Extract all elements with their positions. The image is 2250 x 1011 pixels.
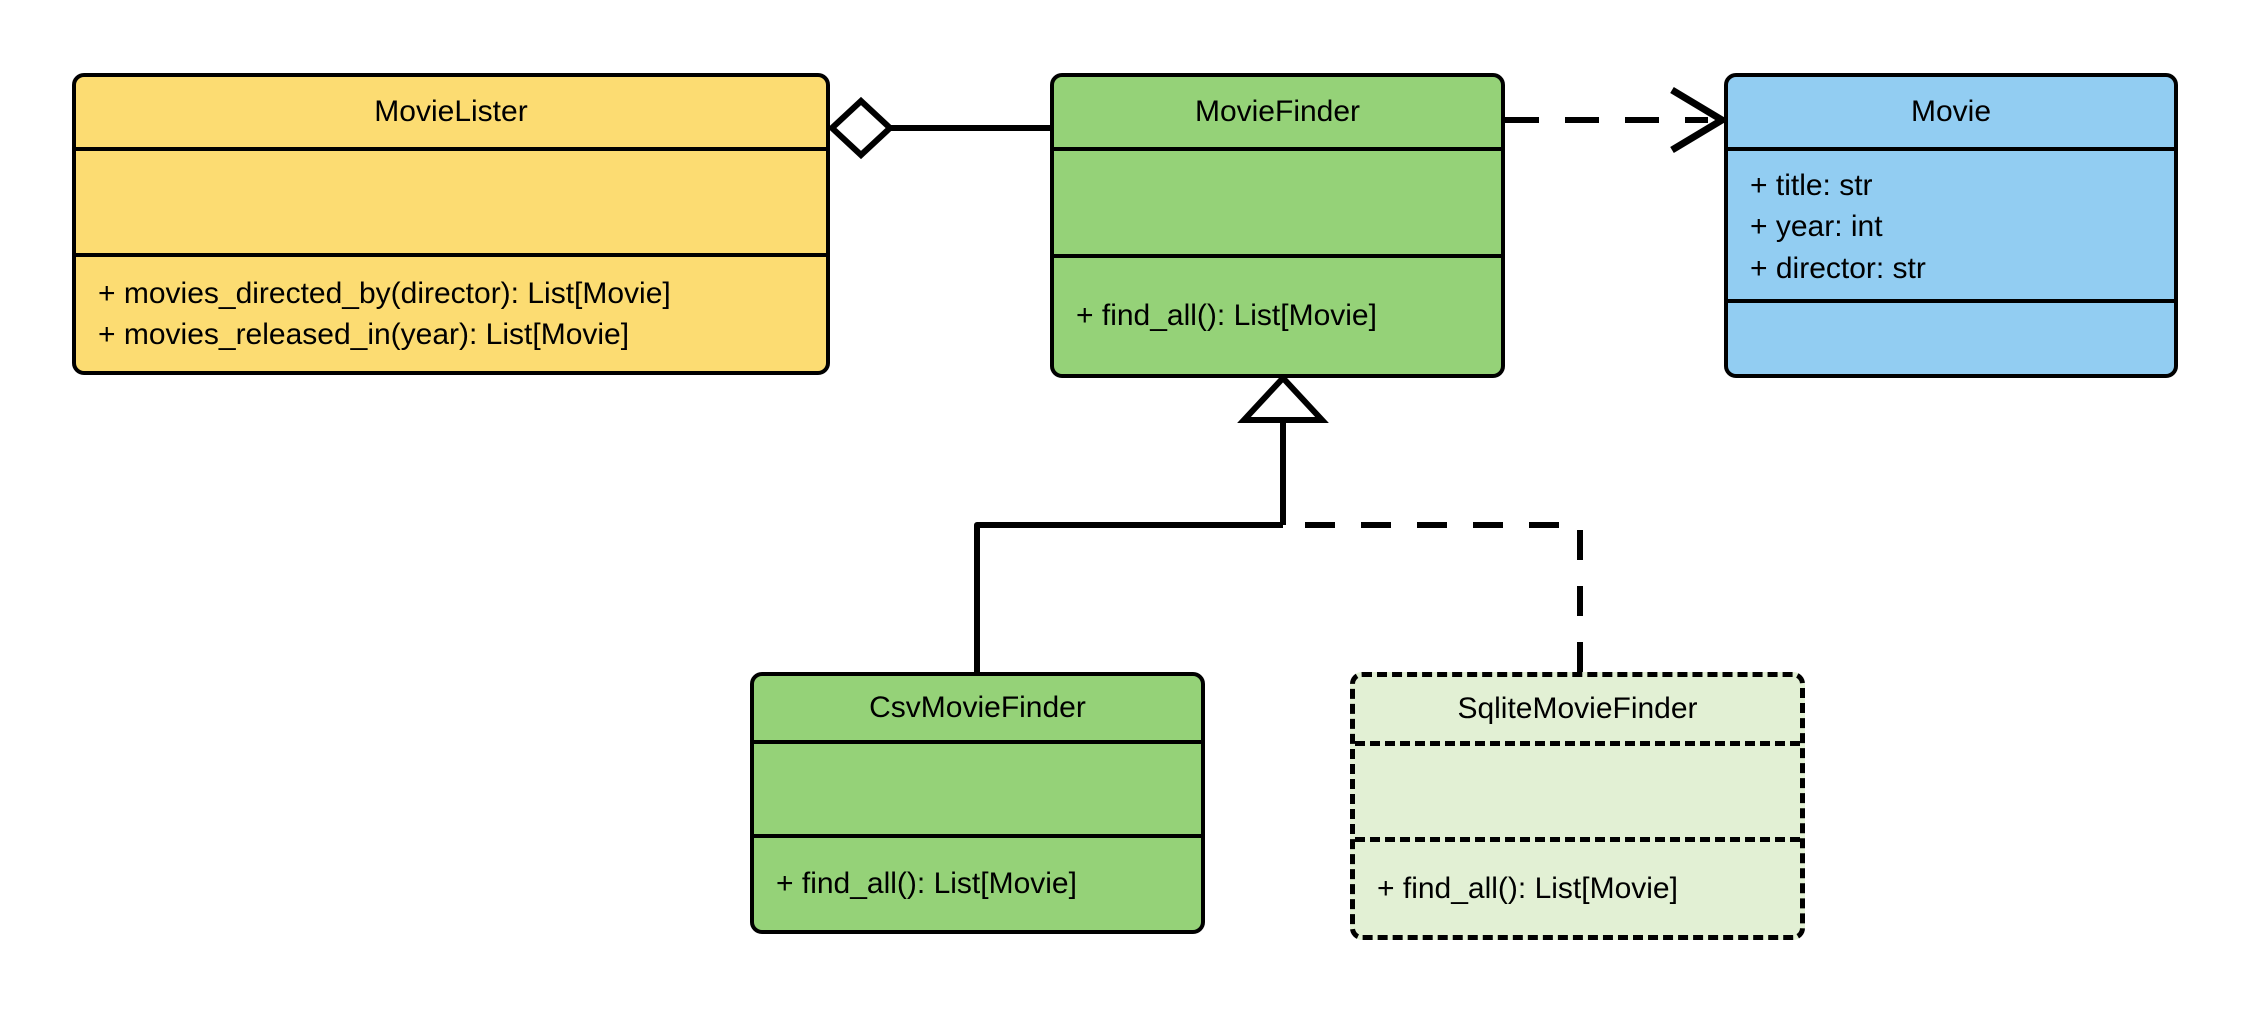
class-box-movie-finder[interactable]: MovieFinder + find_all(): List[Movie]: [1050, 73, 1505, 378]
generalization-dashed-path: [1283, 522, 1583, 672]
generalization-solid-path: [974, 522, 1283, 672]
attribute-item: + title: str: [1750, 169, 1873, 202]
aggregation-connector-lister-finder[interactable]: [827, 96, 1050, 160]
method-item: + find_all(): List[Movie]: [776, 867, 1077, 901]
class-name-movie: Movie: [1910, 95, 1992, 128]
class-name-movie-lister: MovieLister: [374, 95, 528, 128]
hollow-triangle-icon: [1237, 373, 1329, 423]
name-compartment: Movie: [1728, 77, 2174, 147]
class-box-movie-lister[interactable]: MovieLister + movies_directed_by(directo…: [72, 73, 830, 375]
attributes-compartment: + title: str + year: int + director: str: [1728, 147, 2174, 299]
hollow-diamond-icon: [827, 96, 895, 160]
attribute-item: + director: str: [1750, 251, 1926, 285]
attributes-compartment: [754, 740, 1201, 834]
attributes-compartment: [1355, 741, 1800, 837]
dependency-connector-finder-movie[interactable]: [1505, 86, 1729, 154]
methods-compartment: + find_all(): List[Movie]: [1355, 837, 1800, 935]
method-item: + movies_directed_by(director): List[Mov…: [98, 276, 671, 310]
method-item: + find_all(): List[Movie]: [1377, 871, 1678, 905]
generalization-triangle-group: [1237, 373, 1329, 525]
methods-compartment: + find_all(): List[Movie]: [1054, 254, 1501, 374]
class-name-sqlite-movie-finder: SqliteMovieFinder: [1457, 692, 1698, 725]
name-compartment: MovieFinder: [1054, 77, 1501, 147]
name-compartment: CsvMovieFinder: [754, 676, 1201, 740]
generalization-connector-sqlite[interactable]: [1283, 522, 1583, 672]
class-box-csv-movie-finder[interactable]: CsvMovieFinder + find_all(): List[Movie]: [750, 672, 1205, 934]
name-compartment: MovieLister: [76, 77, 826, 147]
class-name-csv-movie-finder: CsvMovieFinder: [869, 691, 1086, 724]
name-compartment: SqliteMovieFinder: [1355, 677, 1800, 741]
method-item: + find_all(): List[Movie]: [1076, 299, 1377, 333]
methods-compartment: [1728, 299, 2174, 374]
class-name-movie-finder: MovieFinder: [1194, 95, 1361, 128]
open-arrow-icon: [1670, 86, 1729, 154]
generalization-connector-csv[interactable]: [974, 522, 1283, 672]
method-item: + movies_released_in(year): List[Movie]: [98, 318, 630, 351]
class-box-sqlite-movie-finder[interactable]: SqliteMovieFinder + find_all(): List[Mov…: [1350, 672, 1805, 940]
class-box-movie[interactable]: Movie + title: str + year: int + directo…: [1724, 73, 2178, 378]
attributes-compartment: [76, 147, 826, 253]
methods-compartment: + movies_directed_by(director): List[Mov…: [76, 253, 826, 371]
attribute-item: + year: int: [1750, 210, 1883, 244]
attributes-compartment: [1054, 147, 1501, 254]
methods-compartment: + find_all(): List[Movie]: [754, 834, 1201, 930]
